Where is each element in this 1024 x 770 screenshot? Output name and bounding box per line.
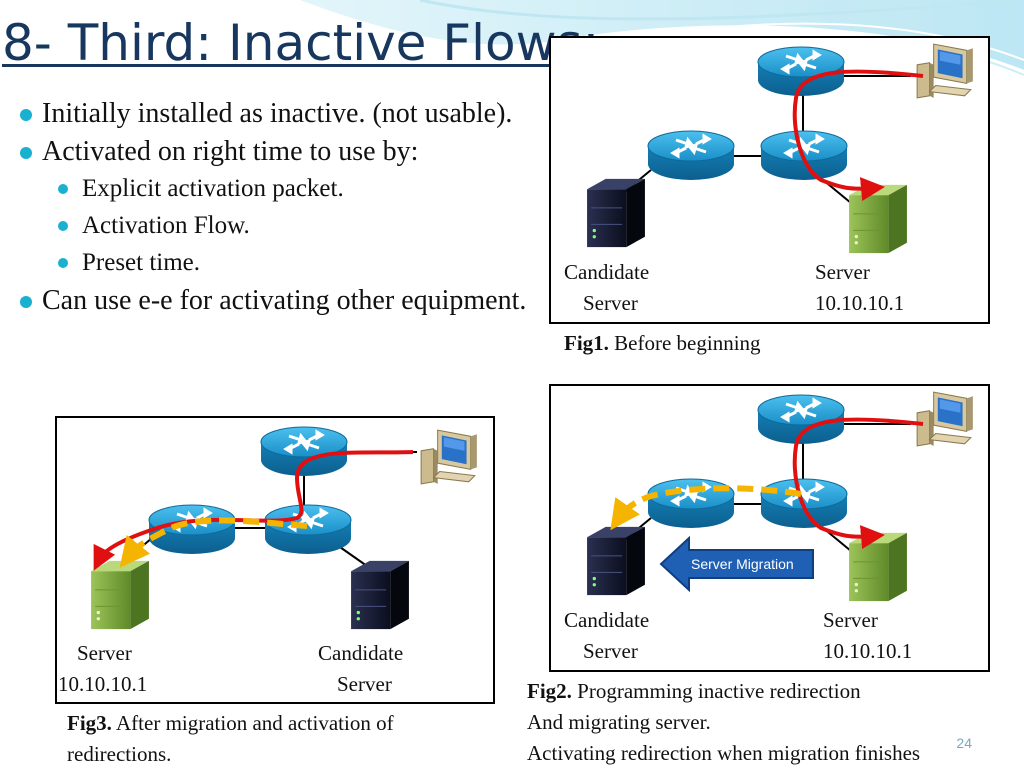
fig1-left-label-line1: Candidate — [564, 260, 650, 284]
bullet-list: Initially installed as inactive. (not us… — [20, 98, 540, 323]
page-number: 24 — [956, 735, 972, 751]
candidate-server-icon — [586, 178, 646, 248]
fig2-left-label-line2: Server — [583, 639, 638, 663]
fig2-caption-line2: And migrating server. — [527, 710, 711, 734]
computer-icon — [420, 429, 478, 485]
fig1-caption-text: Before beginning — [608, 331, 761, 355]
figure-1-panel: Candidate Server Server 10.10.10.1 — [549, 36, 990, 324]
fig3-caption-bold: Fig3. — [67, 711, 112, 735]
server-icon — [848, 184, 908, 254]
computer-icon — [916, 43, 974, 99]
fig2-caption-line3: Activating redirection when migration fi… — [527, 741, 921, 765]
red-flow-arrow — [792, 69, 924, 202]
red-flow-arrow — [93, 450, 414, 571]
sub-bullet-explicit-packet: Explicit activation packet. — [58, 174, 540, 204]
computer-icon — [916, 391, 974, 447]
fig3-left-label-line2: 10.10.10.1 — [58, 672, 148, 696]
figure-3-diagram — [90, 426, 478, 630]
fig2-caption-line1: Fig2. Programming inactive redirection — [527, 676, 861, 707]
fig1-right-label-line2: 10.10.10.1 — [815, 291, 905, 315]
server-icon — [848, 532, 908, 602]
bullet-e-e-activation: Can use e-e for activating other equipme… — [20, 285, 540, 316]
figure-3-panel: Server 10.10.10.1 Candidate Server — [55, 416, 495, 704]
fig2-left-label-line1: Candidate — [564, 608, 650, 632]
fig3-right-label-line2: Server — [337, 672, 392, 696]
fig1-right-label-line1: Server — [815, 260, 870, 284]
router-icon — [646, 130, 736, 182]
fig1-caption: Fig1. Before beginning — [564, 328, 761, 359]
yellow-active-flow-arrow — [119, 517, 308, 568]
fig2-right-label-line2: 10.10.10.1 — [823, 639, 913, 663]
page-title: 8- Third: Inactive Flows: — [2, 14, 600, 72]
fig1-caption-bold: Fig1. — [564, 331, 609, 355]
bullet-initially-installed: Initially installed as inactive. (not us… — [20, 98, 540, 129]
fig2-caption-text: Programming inactive redirection — [571, 679, 861, 703]
fig3-right-label-line1: Candidate — [318, 641, 404, 665]
router-icon — [263, 504, 353, 556]
figure-1-diagram — [586, 43, 974, 254]
figure-2-diagram — [586, 391, 974, 602]
bullet-activated: Activated on right time to use by: — [20, 136, 540, 167]
fig2-caption-bold: Fig2. — [527, 679, 572, 703]
fig2-right-label-line1: Server — [823, 608, 878, 632]
sub-bullet-activation-flow: Activation Flow. — [58, 211, 540, 241]
fig3-caption-line2: redirections. — [67, 742, 172, 766]
fig3-caption-text: After migration and activation of — [111, 711, 394, 735]
server-icon — [90, 560, 150, 630]
candidate-server-icon — [350, 560, 410, 630]
sub-bullet-preset-time: Preset time. — [58, 248, 540, 278]
red-flow-arrow — [792, 417, 924, 550]
server-migration-arrow — [659, 535, 814, 593]
fig3-caption-line1: Fig3. After migration and activation of — [67, 708, 394, 739]
figure-2-panel: Server Migration Candidate Server Server… — [549, 384, 990, 672]
candidate-server-icon — [586, 526, 646, 596]
fig3-left-label-line1: Server — [77, 641, 132, 665]
fig1-left-label-line2: Server — [583, 291, 638, 315]
router-icon — [259, 426, 349, 478]
yellow-inactive-flow-arrow — [610, 485, 802, 531]
server-migration-label: Server Migration — [691, 556, 794, 572]
